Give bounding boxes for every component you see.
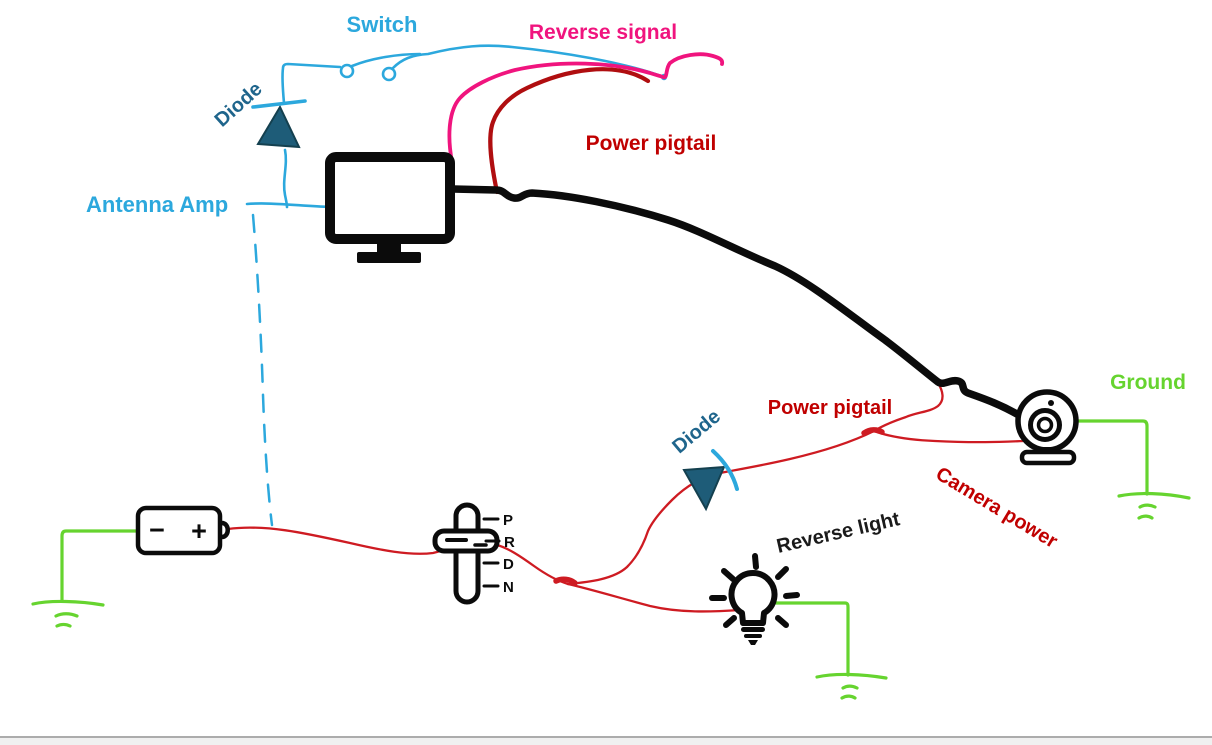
- switch-to-junction-wire: [391, 44, 663, 78]
- diode-triangle: [256, 104, 301, 149]
- bulb-ray: [783, 592, 800, 599]
- junction-blob: [861, 427, 885, 436]
- ground-icon: [815, 672, 888, 680]
- reverse-light-label: Reverse light: [775, 508, 903, 558]
- bulb-rays: [709, 553, 800, 628]
- monitor-base: [357, 252, 421, 263]
- ground-icon: [841, 684, 859, 690]
- diode-icon: [251, 99, 307, 149]
- switch-label: Switch: [347, 12, 418, 37]
- diode-to-switch-wire: [281, 62, 342, 105]
- bulb-ray: [721, 568, 736, 582]
- battery-negative-label: −: [149, 515, 165, 545]
- blue-circuit: [245, 44, 663, 527]
- switch-contact-1: [339, 63, 355, 79]
- camera-base: [1019, 449, 1077, 466]
- switch-arm: [350, 52, 422, 68]
- bulb-ground-wire: [774, 601, 888, 700]
- bulb-tip: [748, 640, 758, 645]
- diode-mid-label: Diode: [668, 405, 725, 458]
- diode-bar: [711, 449, 739, 491]
- ground-icon: [1137, 514, 1154, 520]
- monitor-icon: [325, 152, 455, 263]
- ground-icon: [1138, 503, 1157, 509]
- bulb-ray: [723, 615, 737, 628]
- bulb-ray: [752, 553, 759, 570]
- reverse-signal-label: Reverse signal: [529, 21, 677, 44]
- ground-wire: [1075, 419, 1149, 496]
- light-bulb-icon: [709, 553, 800, 645]
- ground-icon: [31, 599, 105, 607]
- antenna-amp-lead: [245, 202, 332, 209]
- battery-icon: − +: [135, 505, 230, 556]
- camera-indicator-dot: [1048, 400, 1054, 406]
- gear-ticks: [482, 517, 501, 588]
- window-bottom-edge: [0, 736, 1212, 745]
- battery-to-shifter-wire: [226, 526, 570, 586]
- camera-ground-wire: [1075, 419, 1191, 520]
- gear-position-d: D: [503, 556, 514, 573]
- power-pigtail-wire: [488, 67, 651, 195]
- gear-position-r: R: [504, 534, 515, 551]
- bulb-ray: [775, 615, 789, 628]
- battery-terminal: [220, 520, 230, 540]
- shifter-to-bulb-wire: [566, 582, 742, 613]
- antenna-dashed-wire: [251, 213, 274, 527]
- ground-icon: [54, 612, 79, 618]
- bulb-base: [744, 634, 762, 638]
- ground-icon: [55, 622, 72, 628]
- switch-contact-2: [381, 66, 397, 82]
- junction-blob: [553, 576, 578, 586]
- camera-power-wire: [872, 429, 1026, 444]
- power-pigtail-mid-label: Power pigtail: [768, 397, 892, 419]
- power-pigtail-top-label: Power pigtail: [586, 132, 717, 155]
- battery-body: [135, 505, 223, 556]
- red-power-circuit: [226, 381, 1026, 613]
- ground-icon: [840, 694, 857, 700]
- camera-power-label: Camera power: [932, 463, 1062, 553]
- diode-bar: [251, 99, 307, 109]
- power-pigtail-branch-wire: [872, 381, 944, 433]
- bulb-base: [741, 627, 765, 632]
- gear-position-p: P: [503, 512, 513, 529]
- ground-icon: [1117, 491, 1191, 500]
- battery-ground-wire: [31, 529, 139, 628]
- camera-cable: [449, 185, 1026, 421]
- reverse-signal-wire: [447, 52, 725, 164]
- monitor-neck: [377, 242, 401, 254]
- antenna-amp-label: Antenna Amp: [86, 192, 228, 217]
- gear-position-n: N: [503, 579, 514, 596]
- ground-wire: [60, 529, 139, 603]
- bulb-ray: [775, 566, 789, 580]
- camera-lens-inner: [1036, 416, 1054, 434]
- ground-label: Ground: [1110, 371, 1186, 394]
- bulb-glass: [728, 570, 778, 626]
- ground-wire: [774, 601, 850, 677]
- battery-positive-label: +: [191, 516, 207, 546]
- monitor-screen: [325, 152, 455, 244]
- diode-run-wire: [566, 429, 876, 586]
- diode-triangle: [682, 465, 726, 512]
- camera-lens-outer: [1028, 408, 1062, 442]
- gear-selector-icon: P R D N: [432, 502, 515, 605]
- diode-icon: [682, 449, 739, 512]
- diode-to-antenna-wire: [282, 148, 289, 209]
- camera-icon: [1015, 389, 1079, 466]
